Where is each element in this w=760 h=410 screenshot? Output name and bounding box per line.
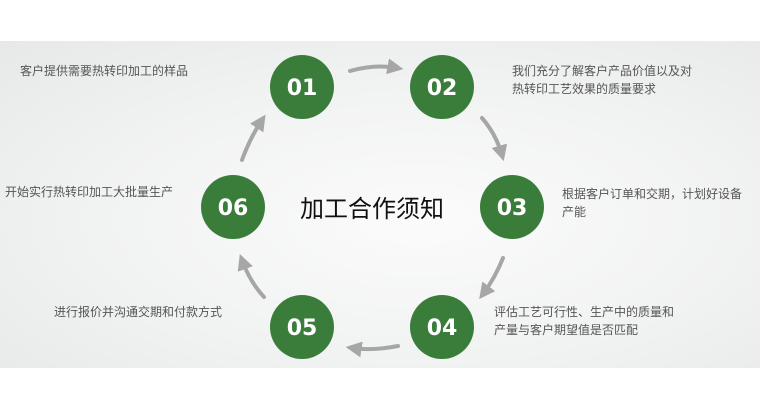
step-03-line-1: 根据客户订单和交期，计划好设备 bbox=[562, 187, 743, 201]
arrow-01-to-02 bbox=[348, 58, 404, 75]
step-circle-01: 01 bbox=[270, 55, 334, 119]
step-circle-06: 06 bbox=[201, 175, 265, 239]
step-circle-05: 05 bbox=[270, 295, 334, 359]
step-description-02: 我们充分了解客户产品价值以及对 热转印工艺效果的质量要求 bbox=[512, 62, 692, 98]
step-circle-03: 03 bbox=[480, 175, 544, 239]
step-description-06: 开始实行热转印加工大批量生产 bbox=[5, 183, 173, 201]
arrow-02-to-03 bbox=[480, 116, 508, 162]
diagram-background bbox=[0, 41, 760, 368]
step-number-03: 03 bbox=[497, 196, 528, 221]
step-05-line-1: 进行报价并沟通交期和付款方式 bbox=[54, 305, 223, 319]
step-number-05: 05 bbox=[287, 316, 318, 341]
step-description-05: 进行报价并沟通交期和付款方式 bbox=[54, 303, 222, 321]
step-04-line-1: 评估工艺可行性、生产中的质量和 bbox=[494, 305, 675, 319]
step-number-01: 01 bbox=[287, 76, 318, 101]
step-number-06: 06 bbox=[218, 196, 249, 221]
step-circle-04: 04 bbox=[410, 295, 474, 359]
step-03-line-2: 产能 bbox=[562, 205, 587, 219]
arrow-05-to-06 bbox=[237, 253, 266, 299]
step-01-line-1: 客户提供需要热转印加工的样品 bbox=[20, 64, 189, 78]
diagram-title: 加工合作须知 bbox=[300, 195, 444, 223]
arrow-03-to-04 bbox=[479, 256, 505, 300]
step-circle-02: 02 bbox=[410, 55, 474, 119]
step-02-line-1: 我们充分了解客户产品价值以及对 bbox=[512, 64, 693, 78]
step-description-03: 根据客户订单和交期，计划好设备 产能 bbox=[562, 185, 742, 221]
cycle-arrows bbox=[237, 58, 508, 358]
step-06-line-1: 开始实行热转印加工大批量生产 bbox=[5, 185, 174, 199]
step-description-04: 评估工艺可行性、生产中的质量和 产量与客户期望值是否匹配 bbox=[494, 303, 674, 339]
step-number-04: 04 bbox=[427, 316, 458, 341]
step-description-01: 客户提供需要热转印加工的样品 bbox=[20, 62, 188, 80]
step-04-line-2: 产量与客户期望值是否匹配 bbox=[494, 323, 639, 337]
step-number-02: 02 bbox=[427, 76, 458, 101]
arrow-06-to-01 bbox=[240, 114, 266, 162]
step-02-line-2: 热转印工艺效果的质量要求 bbox=[512, 82, 657, 96]
arrow-04-to-05 bbox=[345, 341, 400, 358]
